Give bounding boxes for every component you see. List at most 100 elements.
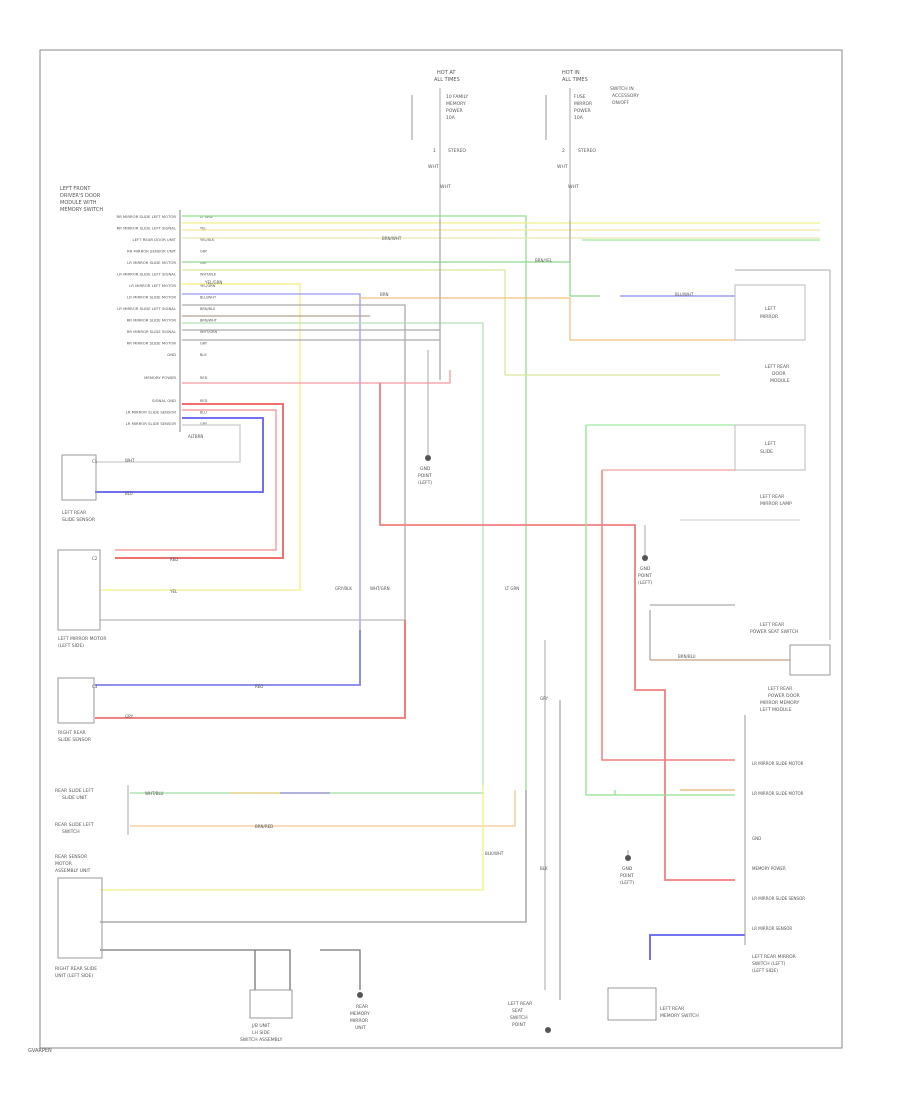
fuse1-line1: HOT AT — [437, 70, 456, 76]
main-pin-label: LR MIRROR SLIDE LEFT SIGNAL — [117, 306, 177, 311]
lrg-l3: SWITCH — [510, 1015, 528, 1021]
gc-l3: (LEFT) — [418, 480, 432, 486]
main-wire-color: BLK — [200, 353, 207, 357]
bg-l1: GND — [622, 866, 633, 872]
lrd-l2: DOOR — [772, 371, 786, 377]
wl-18: GRY/BLK — [335, 586, 352, 591]
fuse2-f4: 10A — [574, 115, 584, 121]
rmg-l1: REAR — [356, 1004, 368, 1010]
rm2-l1: LEFT REAR — [768, 686, 792, 692]
main-pin-label: LR MIRROR SLIDE LEFT SIGNAL — [117, 272, 177, 277]
conn-label-c2: C2 — [92, 556, 98, 561]
jb-unit: J/B UNIT LH SIDE SWITCH ASSEMBLY — [240, 989, 293, 1043]
wl-2: BRN/WHT — [382, 236, 402, 241]
wl-12: YEL — [169, 589, 178, 594]
wire-red-loop-b — [115, 409, 277, 551]
right-pin-label: LR MIRROR SLIDE SENSOR — [752, 896, 805, 901]
lrm-l1: LEFT REAR — [760, 494, 784, 500]
wire-blu-sensor — [95, 630, 361, 686]
fuse2-line2: ALL TIMES — [562, 77, 588, 83]
fuse2-extra3: ON/OFF — [612, 100, 630, 106]
wl-4: BRN — [380, 292, 389, 297]
rear-mirror-motor: REAR SENSOR MOTOR ASSEMBLY UNIT RIGHT RE… — [55, 854, 103, 979]
fuse2-splice: STEREO — [578, 148, 596, 154]
main-pin-label: RR MIRROR SLIDE LEFT MOTOR — [116, 214, 176, 219]
fuse1-f3: POWER — [446, 108, 463, 114]
main-pin-label: RR MIRROR SENSOR UNIT — [127, 249, 177, 254]
bg-l2: POINT — [620, 873, 634, 879]
main-wire-color: RED — [200, 376, 208, 380]
lrs-l2: SLIDE SENSOR — [62, 517, 95, 523]
rm-l2: POWER SEAT SWITCH — [750, 629, 798, 635]
main-wire-color: BRN/BLU — [200, 307, 216, 311]
wire-blue — [182, 293, 361, 630]
main-wire-color: WHT/GRN — [200, 330, 218, 334]
ground-center: GND POINT (LEFT) — [418, 350, 432, 486]
gr-l2: POINT — [638, 573, 652, 579]
main-wire-color: GRY — [200, 261, 208, 265]
fuse1-wire-a: WHT — [428, 164, 439, 170]
lmm-l2: (LEFT SIDE) — [58, 643, 84, 649]
wl-15: WHT/BLU — [145, 791, 164, 796]
main-pin-label: LR MIRROR SLIDE SENSOR — [126, 421, 177, 426]
main-pin-label: SIGNAL GND — [152, 398, 176, 403]
right-rear-switch: LEFT SLIDE — [734, 424, 806, 471]
main-pin-label: LEFT REAR DOOR UNIT — [133, 237, 177, 242]
fuse1-splice: STEREO — [448, 148, 466, 154]
ground-right: GND POINT (LEFT) — [638, 525, 652, 586]
wire-orange-slide — [130, 790, 516, 827]
main-pin-label: LR MIRROR SLIDE SENSOR — [126, 410, 177, 415]
left-rear-gnd: LEFT REAR SEAT SWITCH POINT — [508, 1001, 551, 1033]
wire-red-power — [182, 370, 451, 384]
bottom-gnd: GND POINT (LEFT) — [620, 850, 634, 886]
wire-red-sensor — [95, 620, 406, 719]
main-wire-color: BRN/WHT — [200, 319, 218, 323]
gr-l3: (LEFT) — [638, 580, 652, 586]
jb-l1: J/B UNIT — [251, 1023, 270, 1029]
gc-l2: POINT — [418, 473, 432, 479]
main-harness: ALTBRN — [188, 434, 203, 439]
brl-l1: LEFT REAR — [660, 1006, 684, 1012]
wire-labels: WHT BRN/WHT YEL/GRN BRN BLU/WHT WHT/GRN … — [125, 236, 696, 871]
main-title-3: MODULE WITH — [60, 200, 97, 206]
rss-l4: SWITCH — [62, 829, 80, 835]
main-wire-color: GRY — [200, 250, 208, 254]
rmg-l2: MEMORY — [350, 1011, 370, 1017]
fuse1-f2: MEMORY — [446, 101, 466, 107]
main-wire-color: LT GRN — [200, 215, 213, 219]
lrg-l1: LEFT REAR — [508, 1001, 532, 1007]
main-pin-label: RR MIRROR SLIDE SIGNAL — [127, 329, 177, 334]
fuse2-extra1: SWITCH IN — [610, 86, 634, 92]
wire-gry-loop — [95, 424, 241, 463]
rrs-l1: LEFT — [765, 441, 776, 447]
rrs-l2: SLIDE — [760, 449, 773, 455]
fuse-block-1: HOT AT ALL TIMES 10 FAMILY MEMORY POWER … — [411, 70, 469, 220]
rm2-l2: POWER DOOR — [768, 693, 800, 699]
lrm-l2: MIRROR LAMP — [760, 501, 792, 507]
main-pin-label: LR MIRROR SLIDE MOTOR — [127, 260, 176, 265]
rms-l1: RIGHT REAR — [58, 730, 86, 736]
fuse1-f1: 10 FAMILY — [446, 94, 469, 100]
bottom-right-switch: LEFT REAR MIRROR SWITCH (LEFT) (LEFT SID… — [607, 954, 796, 1021]
main-title-4: MEMORY SWITCH — [60, 207, 103, 213]
main-title-2: DRIVER'S DOOR — [60, 193, 101, 199]
wl-5: BLU/WHT — [675, 292, 694, 297]
rmg-l3: MIRROR — [350, 1018, 368, 1024]
main-pin-label: RR MIRROR SLIDE MOTOR — [127, 341, 177, 346]
wire-yel-grn — [182, 269, 720, 376]
wire-yel-down — [182, 283, 301, 590]
rear-slide-switches: REAR SLIDE LEFT SLIDE UNIT REAR SLIDE LE… — [55, 785, 129, 835]
rss-l3: REAR SLIDE LEFT — [55, 822, 94, 828]
wire-brn-1 — [182, 304, 406, 710]
rm2-l4: LEFT MODULE — [760, 707, 792, 713]
wl-10: BLK — [540, 866, 548, 871]
mu-l1: LEFT — [765, 306, 776, 312]
fuse2-f2: MIRROR — [574, 101, 592, 107]
wl-1: WHT — [125, 458, 135, 463]
left-rear-mirror: LEFT REAR MIRROR LAMP — [680, 494, 800, 521]
diagram-frame — [39, 49, 843, 1049]
lrd-l1: LEFT REAR — [765, 364, 789, 370]
wl-7: GRY — [540, 696, 549, 701]
wl-13: RED — [255, 684, 263, 689]
